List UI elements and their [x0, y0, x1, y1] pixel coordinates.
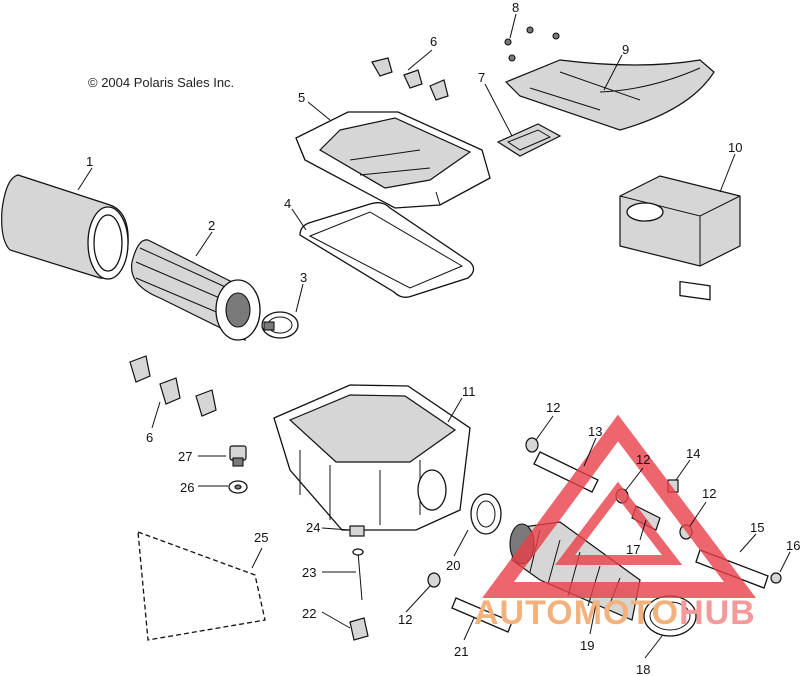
part-21-pipe[interactable]: [451, 597, 513, 633]
watermark-text: AUTOMOTOHUB: [474, 594, 756, 633]
callout-2: 2: [208, 218, 215, 233]
callout-8: 8: [512, 0, 519, 15]
callout-12-a: 12: [546, 400, 560, 415]
callout-23: 23: [302, 565, 316, 580]
part-6-clips-lower[interactable]: [129, 355, 217, 417]
callout-11: 11: [462, 384, 476, 399]
callout-22: 22: [302, 606, 316, 621]
watermark-part1: AUTOMOTO: [474, 594, 680, 632]
watermark-part2: HUB: [679, 594, 756, 632]
callout-24: 24: [306, 520, 320, 535]
part-22-drain-clip[interactable]: [349, 617, 369, 641]
callout-12-b: 12: [636, 452, 650, 467]
callout-12-c: 12: [702, 486, 716, 501]
part-26-washer[interactable]: [228, 480, 248, 494]
leader-lines: [77, 13, 791, 659]
callout-27: 27: [178, 449, 192, 464]
callout-3: 3: [300, 270, 307, 285]
part-11-airbox-base[interactable]: [273, 384, 471, 531]
part-24-nut[interactable]: [349, 525, 365, 537]
callout-labels: 1 2 3 4 5 6 6 7 8 9 10 11 12 12 12 12 13…: [86, 0, 800, 676]
callout-4: 4: [284, 196, 291, 211]
part-8-screws[interactable]: [504, 26, 560, 62]
callout-14: 14: [686, 446, 700, 461]
callout-10: 10: [728, 140, 742, 155]
callout-26: 26: [180, 480, 194, 495]
part-27-bolt[interactable]: [229, 445, 247, 467]
callout-25: 25: [254, 530, 268, 545]
callout-20: 20: [446, 558, 460, 573]
part-4-gasket[interactable]: [299, 202, 475, 298]
part-2-air-filter[interactable]: [130, 239, 261, 342]
part-23-tube[interactable]: [352, 548, 364, 601]
callout-16: 16: [786, 538, 800, 553]
callout-5: 5: [298, 90, 305, 105]
callout-6-lower: 6: [146, 430, 153, 445]
part-10-foam-block[interactable]: [619, 175, 741, 301]
part-20-ring[interactable]: [470, 493, 502, 535]
callout-21: 21: [454, 644, 468, 659]
part-5-airbox-cover[interactable]: [295, 111, 491, 209]
copyright-text: © 2004 Polaris Sales Inc.: [88, 75, 235, 90]
callout-12-d: 12: [398, 612, 412, 627]
part-6-clips-upper[interactable]: [371, 57, 449, 101]
part-16-small-clip[interactable]: [770, 572, 782, 584]
callout-1: 1: [86, 154, 93, 169]
callout-13: 13: [588, 424, 602, 439]
callout-19: 19: [580, 638, 594, 653]
callout-9: 9: [622, 42, 629, 57]
callout-18: 18: [636, 662, 650, 676]
callout-17: 17: [626, 542, 640, 557]
callout-6-upper: 6: [430, 34, 437, 49]
part-3-clamp[interactable]: [261, 311, 299, 339]
part-1-filter-sleeve[interactable]: [1, 174, 129, 280]
callout-7: 7: [478, 70, 485, 85]
callout-15: 15: [750, 520, 764, 535]
part-25-pad[interactable]: [137, 531, 266, 641]
part-7-plate[interactable]: [496, 123, 562, 157]
part-9-intake-duct[interactable]: [504, 59, 715, 131]
